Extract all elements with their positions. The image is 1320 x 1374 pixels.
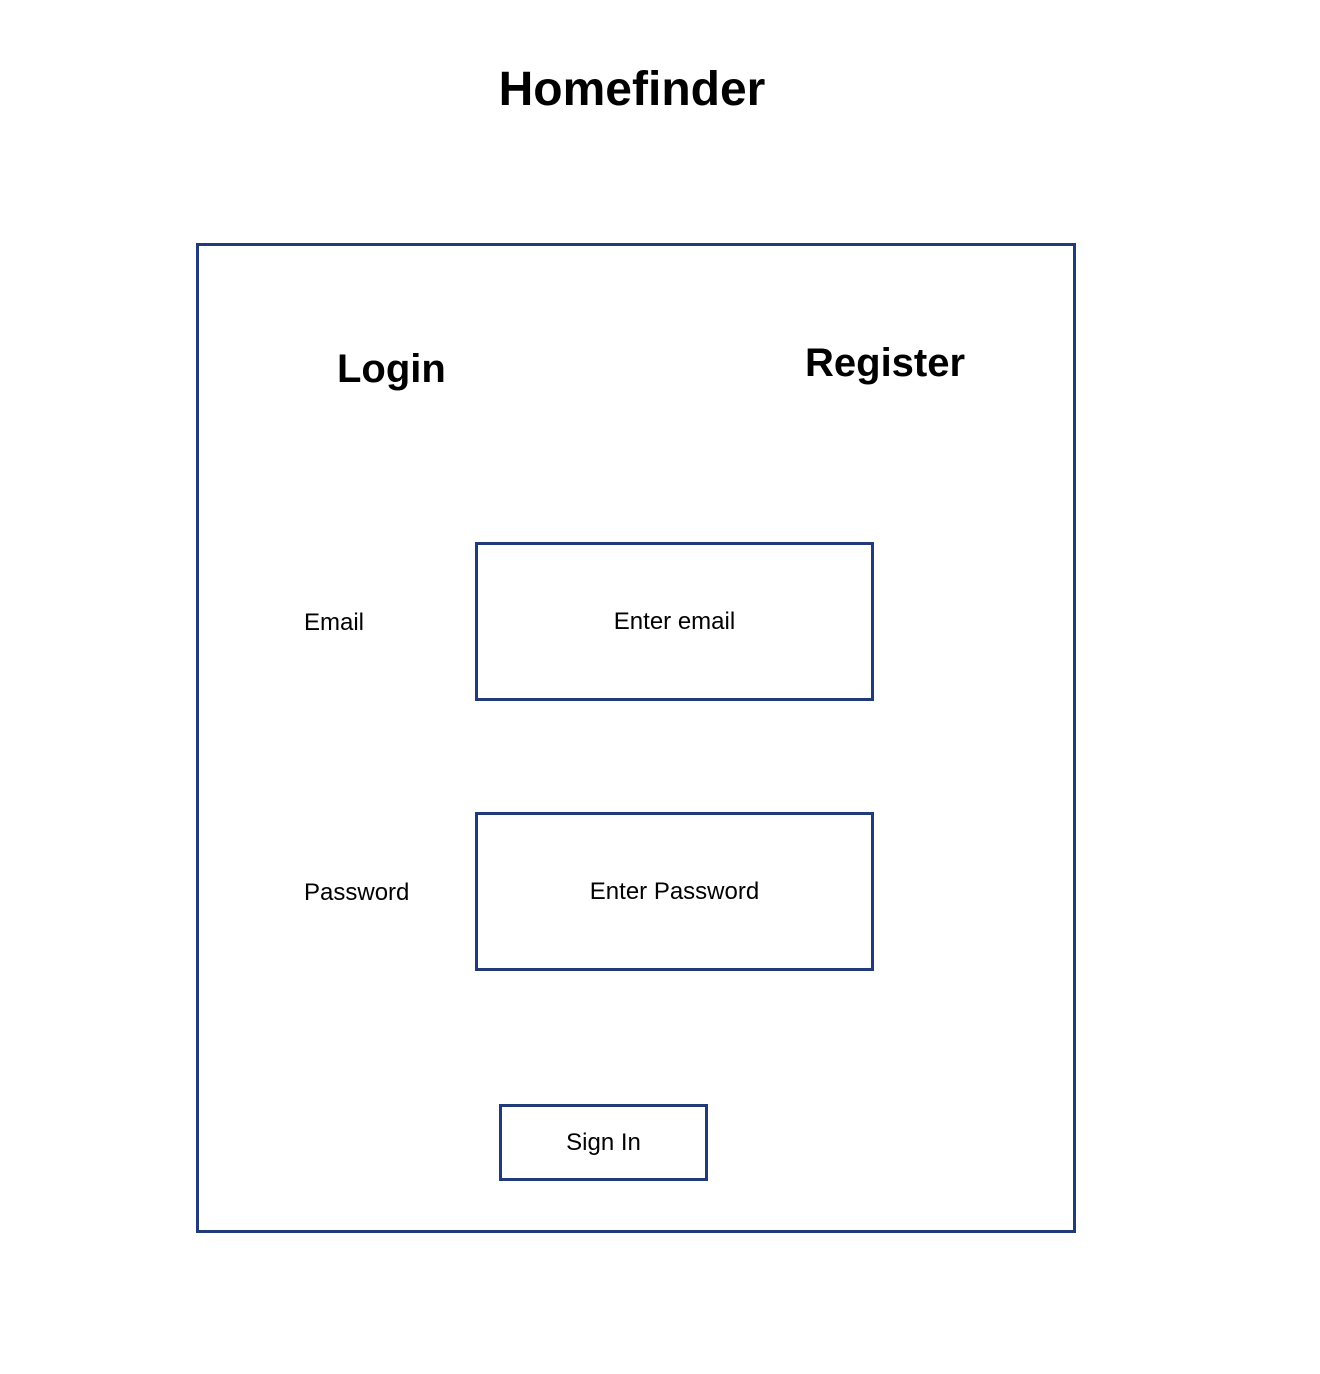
app-title: Homefinder [498, 63, 766, 116]
sign-in-button[interactable]: Sign In [499, 1104, 708, 1181]
email-label: Email [304, 609, 365, 636]
password-label: Password [304, 879, 410, 906]
tab-register[interactable]: Register [805, 341, 966, 385]
password-field[interactable] [475, 812, 874, 971]
auth-panel: Login Register Email Password Sign In [196, 243, 1076, 1233]
tab-login[interactable]: Login [337, 347, 446, 391]
email-field[interactable] [475, 542, 874, 701]
